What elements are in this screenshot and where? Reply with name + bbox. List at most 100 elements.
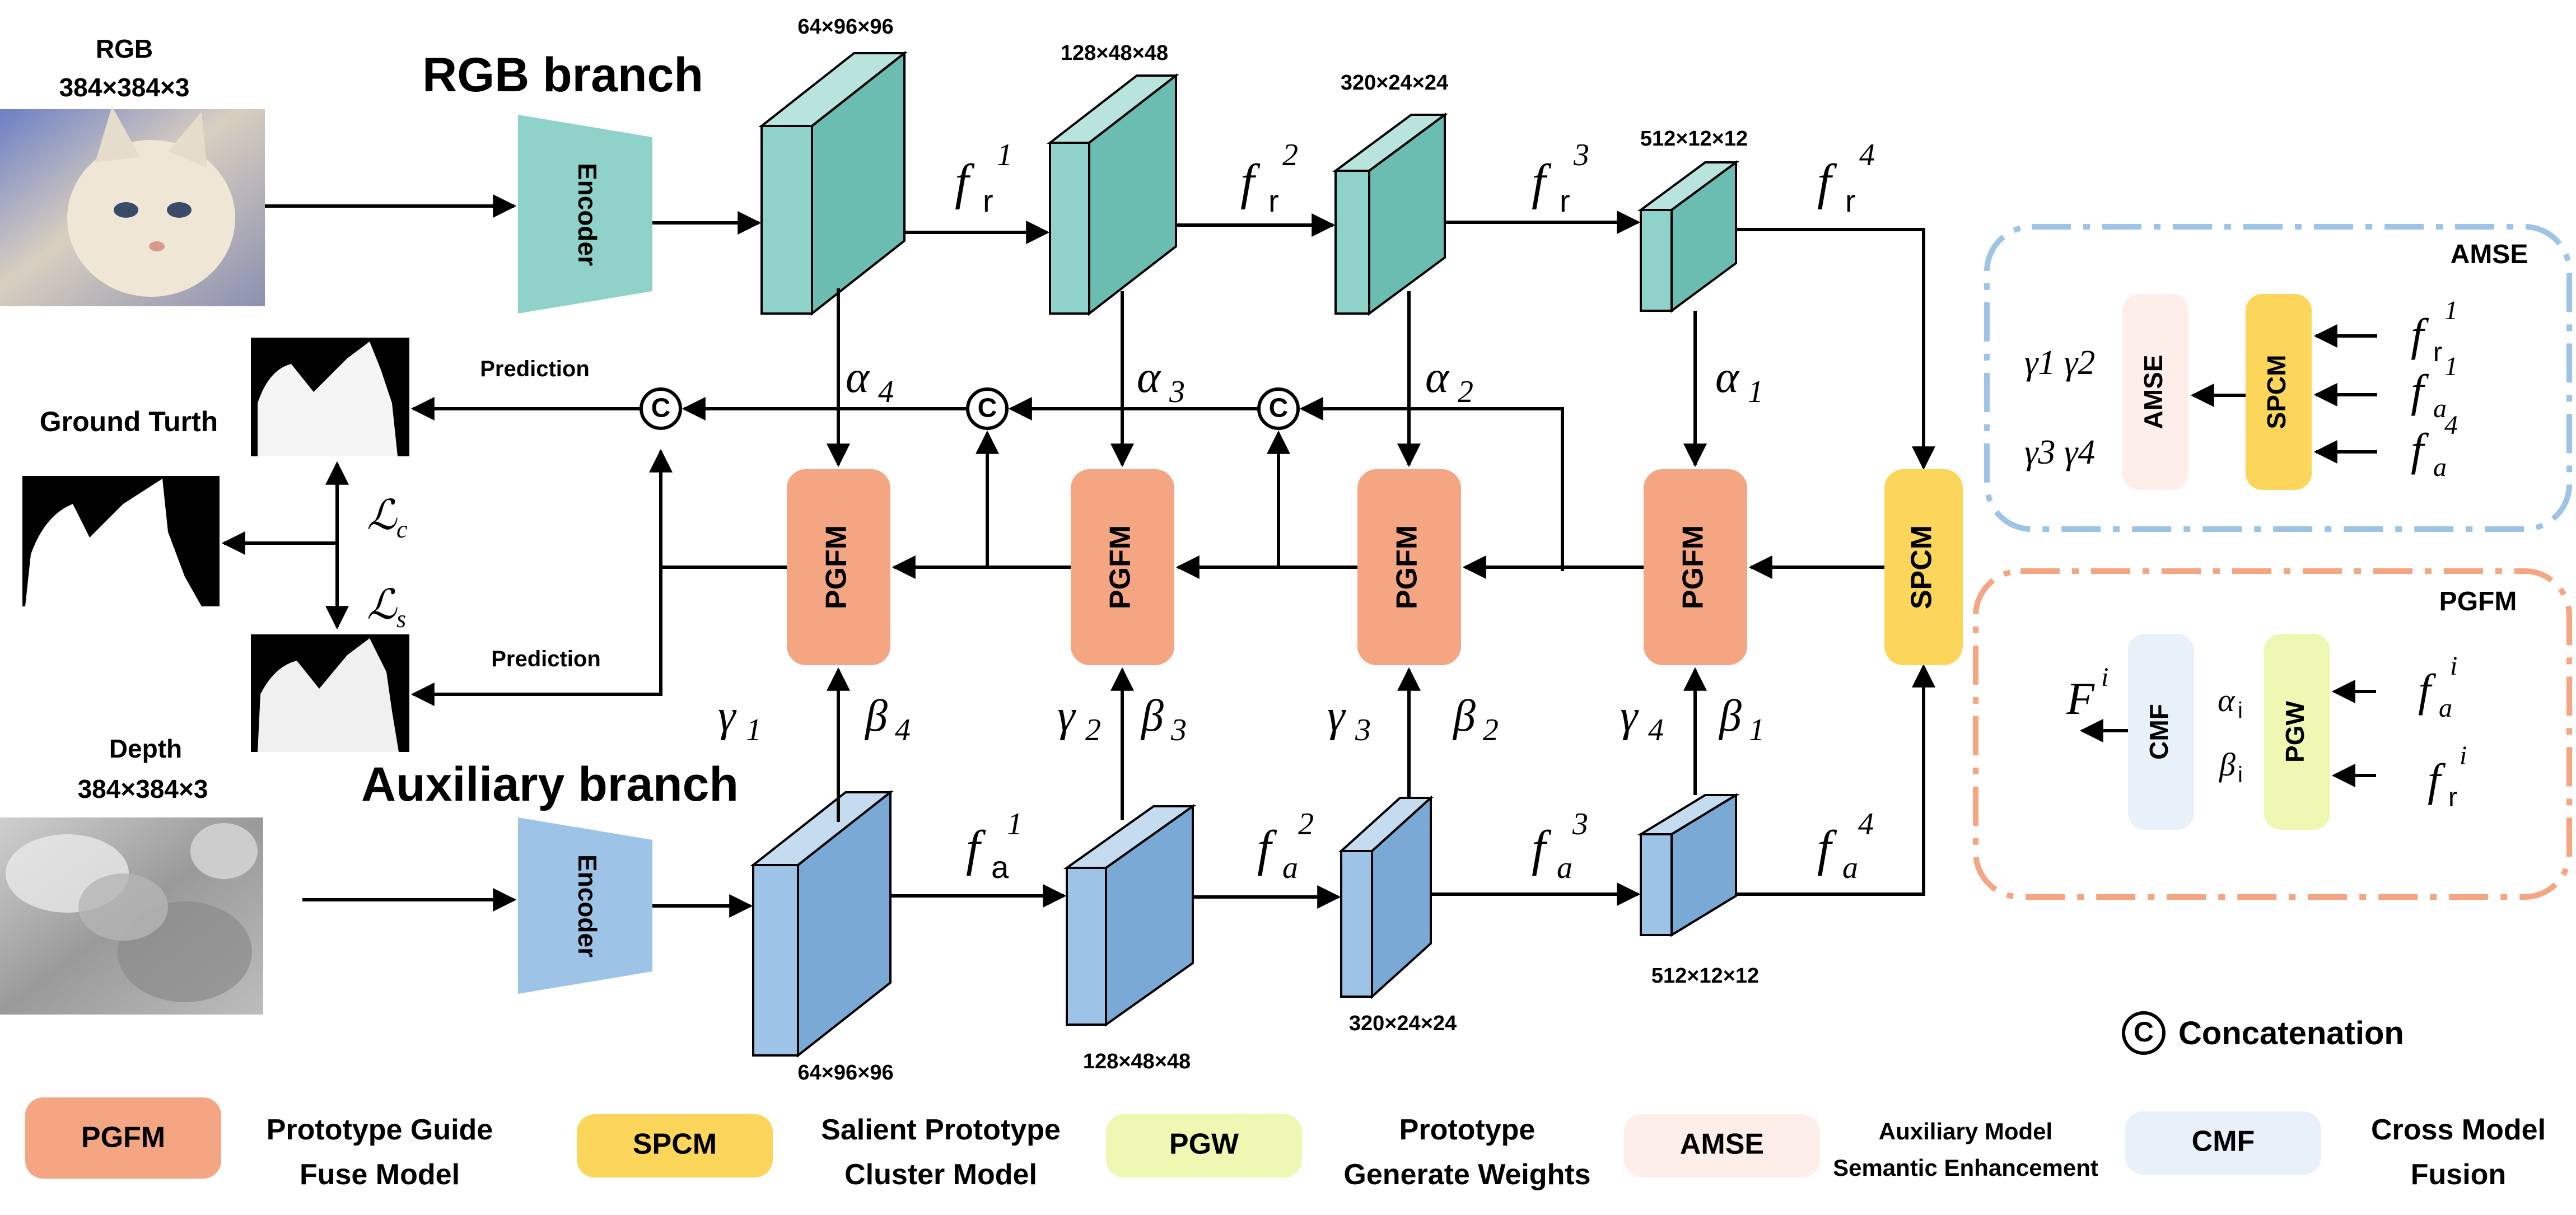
rgb-dim-3: 320×24×24 — [1341, 71, 1448, 95]
svg-text:α: α — [1137, 353, 1161, 402]
svg-text:PGFM: PGFM — [1677, 525, 1710, 609]
svg-text:f: f — [1817, 155, 1837, 210]
rgb-dim-2: 128×48×48 — [1061, 41, 1168, 65]
amse-panel-amse-block — [2122, 294, 2188, 490]
svg-text:1: 1 — [1748, 375, 1763, 409]
pgfm-panel-out: F i — [2066, 662, 2108, 724]
aux-dim-4: 512×12×12 — [1651, 964, 1759, 988]
aux-feature-block-1 — [750, 789, 894, 1058]
feature-label-fa2: f 2 a — [1257, 807, 1314, 885]
svg-text:3: 3 — [1573, 138, 1589, 172]
beta-label-4: β 1 — [1718, 691, 1765, 747]
svg-text:β: β — [1140, 691, 1164, 741]
feature-label-fr1: f 1 r — [955, 138, 1012, 218]
aux-branch-title: Auxiliary branch — [361, 758, 739, 811]
svg-text:r: r — [2448, 783, 2457, 812]
svg-text:f: f — [2428, 754, 2446, 805]
svg-text:a: a — [2439, 693, 2452, 723]
svg-text:1: 1 — [746, 713, 762, 747]
svg-text:CMF: CMF — [2192, 1125, 2255, 1158]
depth-input-size: 384×384×3 — [78, 774, 208, 803]
svg-text:Prototype Guide: Prototype Guide — [267, 1114, 493, 1146]
svg-text:γ: γ — [1057, 691, 1076, 741]
feature-label-fr3: f 3 r — [1532, 138, 1589, 218]
svg-text:1: 1 — [2444, 296, 2458, 325]
svg-text:CMF: CMF — [2144, 704, 2173, 760]
svg-text:a: a — [1842, 850, 1858, 885]
svg-text:4: 4 — [1858, 807, 1874, 842]
svg-text:β: β — [1452, 691, 1476, 741]
svg-text:f: f — [2411, 424, 2429, 475]
gamma-label-2: γ 2 — [1057, 691, 1101, 747]
aux-dim-3: 320×24×24 — [1349, 1012, 1457, 1035]
svg-text:r: r — [1845, 183, 1856, 218]
aux-feature-block-3 — [1338, 795, 1434, 999]
svg-text:C: C — [978, 394, 997, 423]
svg-text:4: 4 — [2444, 410, 2458, 440]
amse-panel-out-2: γ3 γ4 — [2024, 433, 2095, 471]
loss-c-symbol: ℒ — [367, 493, 398, 539]
alpha-label-4: α 1 — [1715, 353, 1763, 409]
rgb-branch-title: RGB branch — [422, 48, 703, 102]
svg-text:Cluster Model: Cluster Model — [844, 1158, 1037, 1191]
pgfm-block-1: PGFM — [787, 469, 890, 665]
aux-feature-block-4 — [1636, 793, 1740, 937]
rgb-feature-block-2 — [1047, 73, 1179, 316]
svg-text:β: β — [1718, 691, 1742, 741]
aux-dim-1: 64×96×96 — [797, 1061, 893, 1085]
svg-text:r: r — [2433, 338, 2442, 367]
feature-label-fa4: f 4 a — [1817, 807, 1874, 885]
svg-text:Salient Prototype: Salient Prototype — [821, 1114, 1061, 1146]
svg-text:4: 4 — [1648, 713, 1664, 747]
beta-label-2: β 3 — [1140, 691, 1187, 747]
svg-text:Prototype: Prototype — [1399, 1114, 1536, 1146]
gamma-label-4: γ 4 — [1620, 691, 1664, 747]
svg-text:r: r — [1560, 183, 1570, 218]
svg-text:α: α — [1715, 353, 1740, 402]
pgfm-panel-cmf-block — [2128, 634, 2194, 830]
svg-text:C: C — [1269, 394, 1289, 423]
rgb-dim-4: 512×12×12 — [1640, 127, 1748, 151]
concat-line-pgfm4-to-3 — [1299, 397, 1564, 571]
svg-text:f: f — [2411, 365, 2429, 416]
svg-text:C: C — [651, 394, 671, 423]
svg-text:SPCM: SPCM — [1906, 525, 1938, 609]
svg-text:f: f — [2418, 665, 2437, 716]
pgfm-panel-title: PGFM — [2439, 587, 2517, 616]
svg-text:r: r — [983, 183, 993, 218]
svg-text:SPCM: SPCM — [2262, 355, 2291, 429]
svg-text:1: 1 — [1007, 807, 1023, 842]
rgb-input-image — [0, 106, 265, 306]
rgb-dim-1: 64×96×96 — [797, 15, 893, 39]
svg-text:AMSE: AMSE — [1680, 1128, 1764, 1161]
pgfm-panel-beta: β i — [2219, 746, 2243, 787]
svg-text:β: β — [864, 691, 888, 741]
rgb-encoder: Encoder — [518, 115, 652, 314]
svg-text:α: α — [2218, 682, 2236, 718]
svg-text:f: f — [1532, 155, 1552, 210]
pgfm-panel-in-r: f i r — [2428, 741, 2467, 812]
svg-text:a: a — [1282, 850, 1298, 885]
svg-text:4: 4 — [1859, 138, 1875, 172]
svg-text:f: f — [1817, 821, 1837, 876]
legend-amse: AMSE Auxiliary Model Semantic Enhancemen… — [1624, 1114, 2098, 1181]
feature-label-fr4: f 4 r — [1817, 138, 1875, 218]
depth-input-image — [0, 817, 263, 1015]
depth-input-title: Depth — [109, 734, 182, 763]
svg-text:i: i — [2238, 763, 2243, 787]
svg-text:3: 3 — [1170, 713, 1187, 747]
svg-text:Auxiliary Model: Auxiliary Model — [1879, 1118, 2052, 1144]
loss-s: ℒ s — [367, 582, 406, 633]
alpha-label-1: α 4 — [846, 353, 894, 409]
svg-text:AMSE: AMSE — [2139, 355, 2168, 429]
aux-dim-2: 128×48×48 — [1083, 1050, 1191, 1073]
svg-text:PGW: PGW — [2280, 700, 2309, 762]
feature-label-fa3: f 3 a — [1532, 807, 1588, 885]
svg-text:2: 2 — [1458, 375, 1473, 409]
gamma-label-1: γ 1 — [718, 691, 762, 747]
aux-encoder-shape — [518, 817, 652, 994]
prediction-label-top: Prediction — [480, 357, 590, 381]
svg-text:Cross Model: Cross Model — [2371, 1114, 2546, 1146]
gamma-label-3: γ 3 — [1327, 691, 1371, 747]
concatenation-legend: C Concatenation — [2122, 1011, 2404, 1055]
